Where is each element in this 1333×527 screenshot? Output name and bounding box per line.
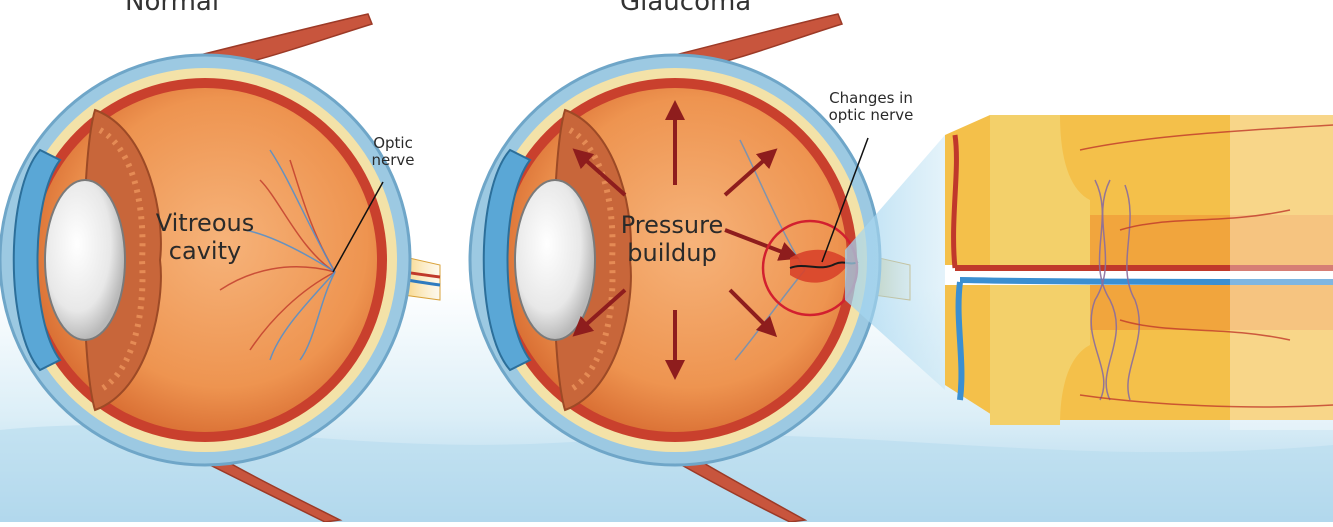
lens (45, 180, 125, 340)
pressure-buildup-label: Pressure buildup (612, 212, 732, 267)
optic-label-line2: nerve (362, 152, 424, 169)
optic-nerve-cross-section (945, 110, 1333, 430)
vitreous-label-line2: cavity (150, 238, 260, 266)
lens (515, 180, 595, 340)
optic-label-line1: Optic (362, 135, 424, 152)
normal-title: Normal (125, 0, 219, 18)
pressure-label-line1: Pressure (612, 212, 732, 240)
changes-label-line1: Changes in (815, 90, 927, 107)
pressure-label-line2: buildup (612, 240, 732, 268)
vitreous-label-line1: Vitreous (150, 210, 260, 238)
vitreous-cavity-label: Vitreous cavity (150, 210, 260, 265)
changes-optic-nerve-label: Changes in optic nerve (815, 90, 927, 125)
glaucoma-title: Glaucoma (620, 0, 751, 18)
changes-label-line2: optic nerve (815, 107, 927, 124)
optic-nerve-label: Optic nerve (362, 135, 424, 170)
